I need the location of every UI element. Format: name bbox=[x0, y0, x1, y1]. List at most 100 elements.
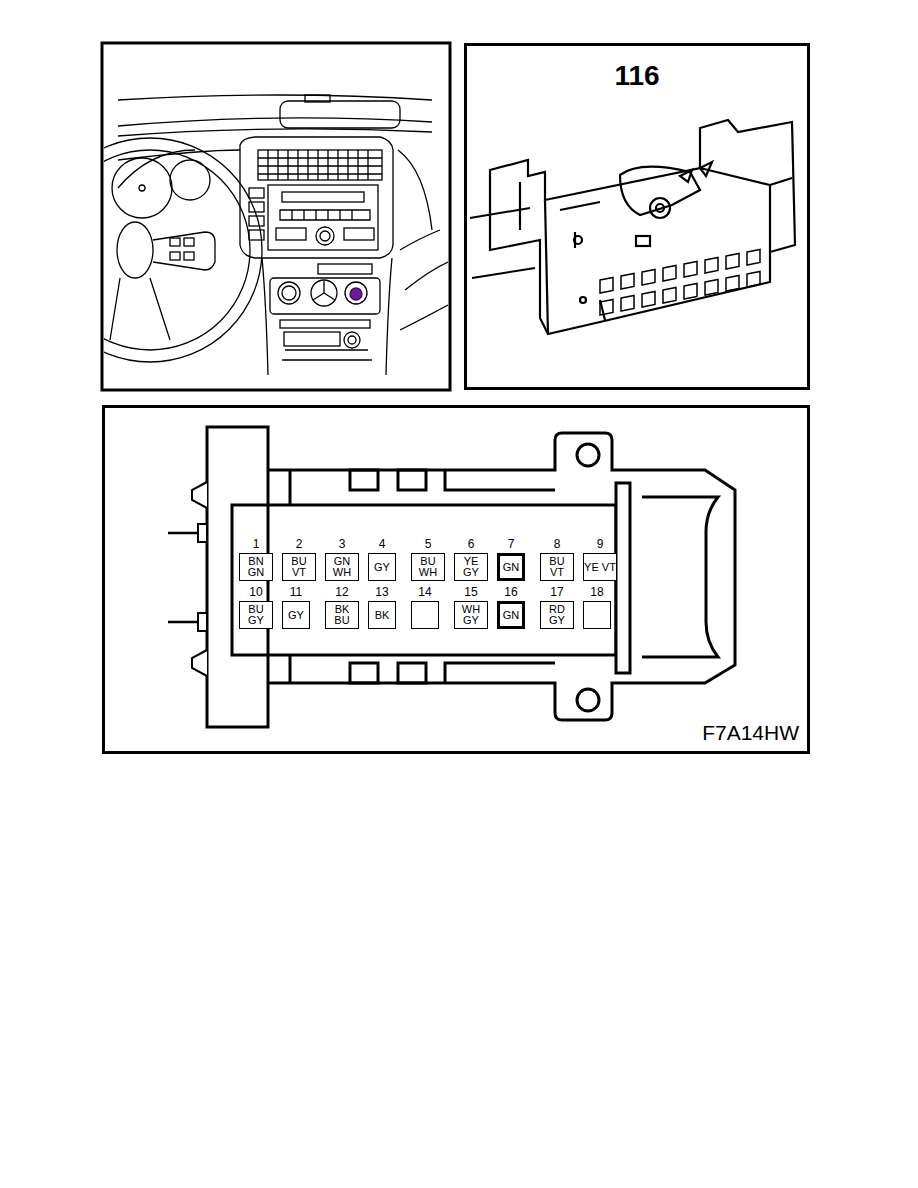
illustration-line bbox=[170, 238, 180, 246]
wire-color: BN GN bbox=[240, 556, 272, 578]
wire-color: BU VT bbox=[541, 556, 573, 578]
connector-pin: 7GN bbox=[497, 537, 525, 581]
wire-color: BK bbox=[375, 610, 390, 621]
illustration-line bbox=[258, 150, 382, 180]
illustration-line bbox=[656, 204, 664, 212]
illustration-line bbox=[600, 250, 760, 316]
illustration-line bbox=[184, 238, 194, 246]
pin-cavity: YE VT bbox=[583, 553, 617, 581]
pin-number: 9 bbox=[583, 537, 617, 553]
pin-number: 11 bbox=[282, 585, 310, 601]
illustration-line bbox=[580, 297, 586, 303]
wire-color: GN WH bbox=[326, 556, 358, 578]
illustration-line bbox=[270, 278, 380, 314]
connector-pin: 4GY bbox=[368, 537, 396, 581]
illustration-line bbox=[168, 533, 198, 622]
figure-panel: F7A14HW1BN GN2BU VT3GN WH4GY5BU WH6YE GY… bbox=[102, 405, 810, 754]
illustration-line bbox=[344, 332, 360, 348]
illustration-line bbox=[318, 264, 372, 274]
illustration-line bbox=[650, 198, 670, 218]
illustration-line bbox=[170, 160, 210, 200]
illustration-line bbox=[104, 150, 250, 350]
connector-pin: 17RD GY bbox=[540, 585, 574, 629]
wire-color: GY bbox=[288, 610, 304, 621]
wire-color: YE GY bbox=[455, 556, 487, 578]
illustration-line bbox=[574, 236, 582, 244]
connector-pin: 3 GN WH bbox=[325, 537, 359, 581]
connector-pin: 15WH GY bbox=[454, 585, 488, 629]
illustration-line bbox=[168, 482, 207, 676]
pin-number: 17 bbox=[540, 585, 574, 601]
illustration-line bbox=[249, 216, 264, 226]
illustration-line bbox=[258, 150, 382, 180]
illustration-line bbox=[118, 150, 195, 188]
illustration-line bbox=[282, 192, 364, 202]
illustration-line bbox=[118, 129, 432, 136]
wire-color: BU VT bbox=[283, 556, 315, 578]
pin-cavity: RD GY bbox=[540, 601, 574, 629]
illustration-line bbox=[280, 101, 400, 128]
pin-number: 2 bbox=[282, 537, 316, 553]
connector-pin: 9YE VT bbox=[583, 537, 617, 581]
wire-color: GN bbox=[503, 610, 520, 621]
pin-cavity: GN bbox=[497, 553, 525, 581]
illustration-line bbox=[192, 650, 207, 676]
illustration-line bbox=[616, 483, 630, 673]
illustration-line bbox=[636, 236, 650, 246]
illustration-line bbox=[313, 281, 335, 300]
illustration-line bbox=[620, 167, 700, 215]
illustration-line bbox=[207, 427, 735, 727]
pin-cavity: GY bbox=[368, 553, 396, 581]
illustration-line bbox=[445, 663, 555, 683]
illustration-line bbox=[316, 227, 334, 245]
illustration-line bbox=[280, 320, 370, 328]
connector-number: 116 bbox=[467, 60, 807, 92]
pin-number: 8 bbox=[540, 537, 574, 553]
connector-pin: 13BK bbox=[368, 585, 396, 629]
illustration-line bbox=[139, 185, 145, 191]
illustration-line bbox=[345, 282, 367, 304]
illustration-line bbox=[240, 137, 393, 258]
illustration-line bbox=[112, 158, 172, 218]
illustration-line bbox=[192, 482, 207, 508]
connector-pin: 18 bbox=[583, 585, 611, 629]
illustration-line bbox=[280, 210, 370, 220]
illustration-line bbox=[320, 231, 330, 241]
illustration-line bbox=[350, 288, 362, 300]
wire-color: BU WH bbox=[412, 556, 444, 578]
connector-pin: 11GY bbox=[282, 585, 310, 629]
connector-pin: 8 BU VT bbox=[540, 537, 574, 581]
pin-cavity: BU GY bbox=[239, 601, 273, 629]
illustration-line bbox=[118, 118, 432, 126]
pin-cavity: GY bbox=[282, 601, 310, 629]
illustration-line bbox=[232, 505, 616, 655]
pin-number: 5 bbox=[411, 537, 445, 553]
illustration-line bbox=[311, 280, 337, 306]
illustration-line bbox=[577, 444, 599, 466]
illustration-line bbox=[198, 613, 207, 631]
illustration-line bbox=[184, 252, 194, 260]
pin-cavity bbox=[583, 601, 611, 629]
wire-color: GY bbox=[374, 562, 390, 573]
pin-cavity: BK BU bbox=[325, 601, 359, 629]
illustration-line bbox=[118, 95, 432, 100]
illustration-line bbox=[102, 43, 450, 390]
pin-cavity: GN bbox=[497, 601, 525, 629]
illustration-line bbox=[348, 336, 356, 344]
connector-pin: 10 BU GY bbox=[239, 585, 273, 629]
illustration-line bbox=[104, 95, 448, 375]
pin-number: 3 bbox=[325, 537, 359, 553]
illustration-line bbox=[398, 663, 426, 683]
illustration-line bbox=[249, 188, 264, 198]
wire-color: BK BU bbox=[326, 604, 358, 626]
pin-cavity: BK bbox=[368, 601, 396, 629]
illustration-line bbox=[170, 252, 180, 260]
pin-number: 4 bbox=[368, 537, 396, 553]
illustration-line bbox=[520, 182, 605, 320]
pin-number: 10 bbox=[239, 585, 273, 601]
pin-number: 15 bbox=[454, 585, 488, 601]
pin-number: 18 bbox=[583, 585, 611, 601]
figure-panel: 116 bbox=[464, 43, 810, 390]
pin-cavity: BU VT bbox=[282, 553, 316, 581]
wire-color: BU GY bbox=[240, 604, 272, 626]
